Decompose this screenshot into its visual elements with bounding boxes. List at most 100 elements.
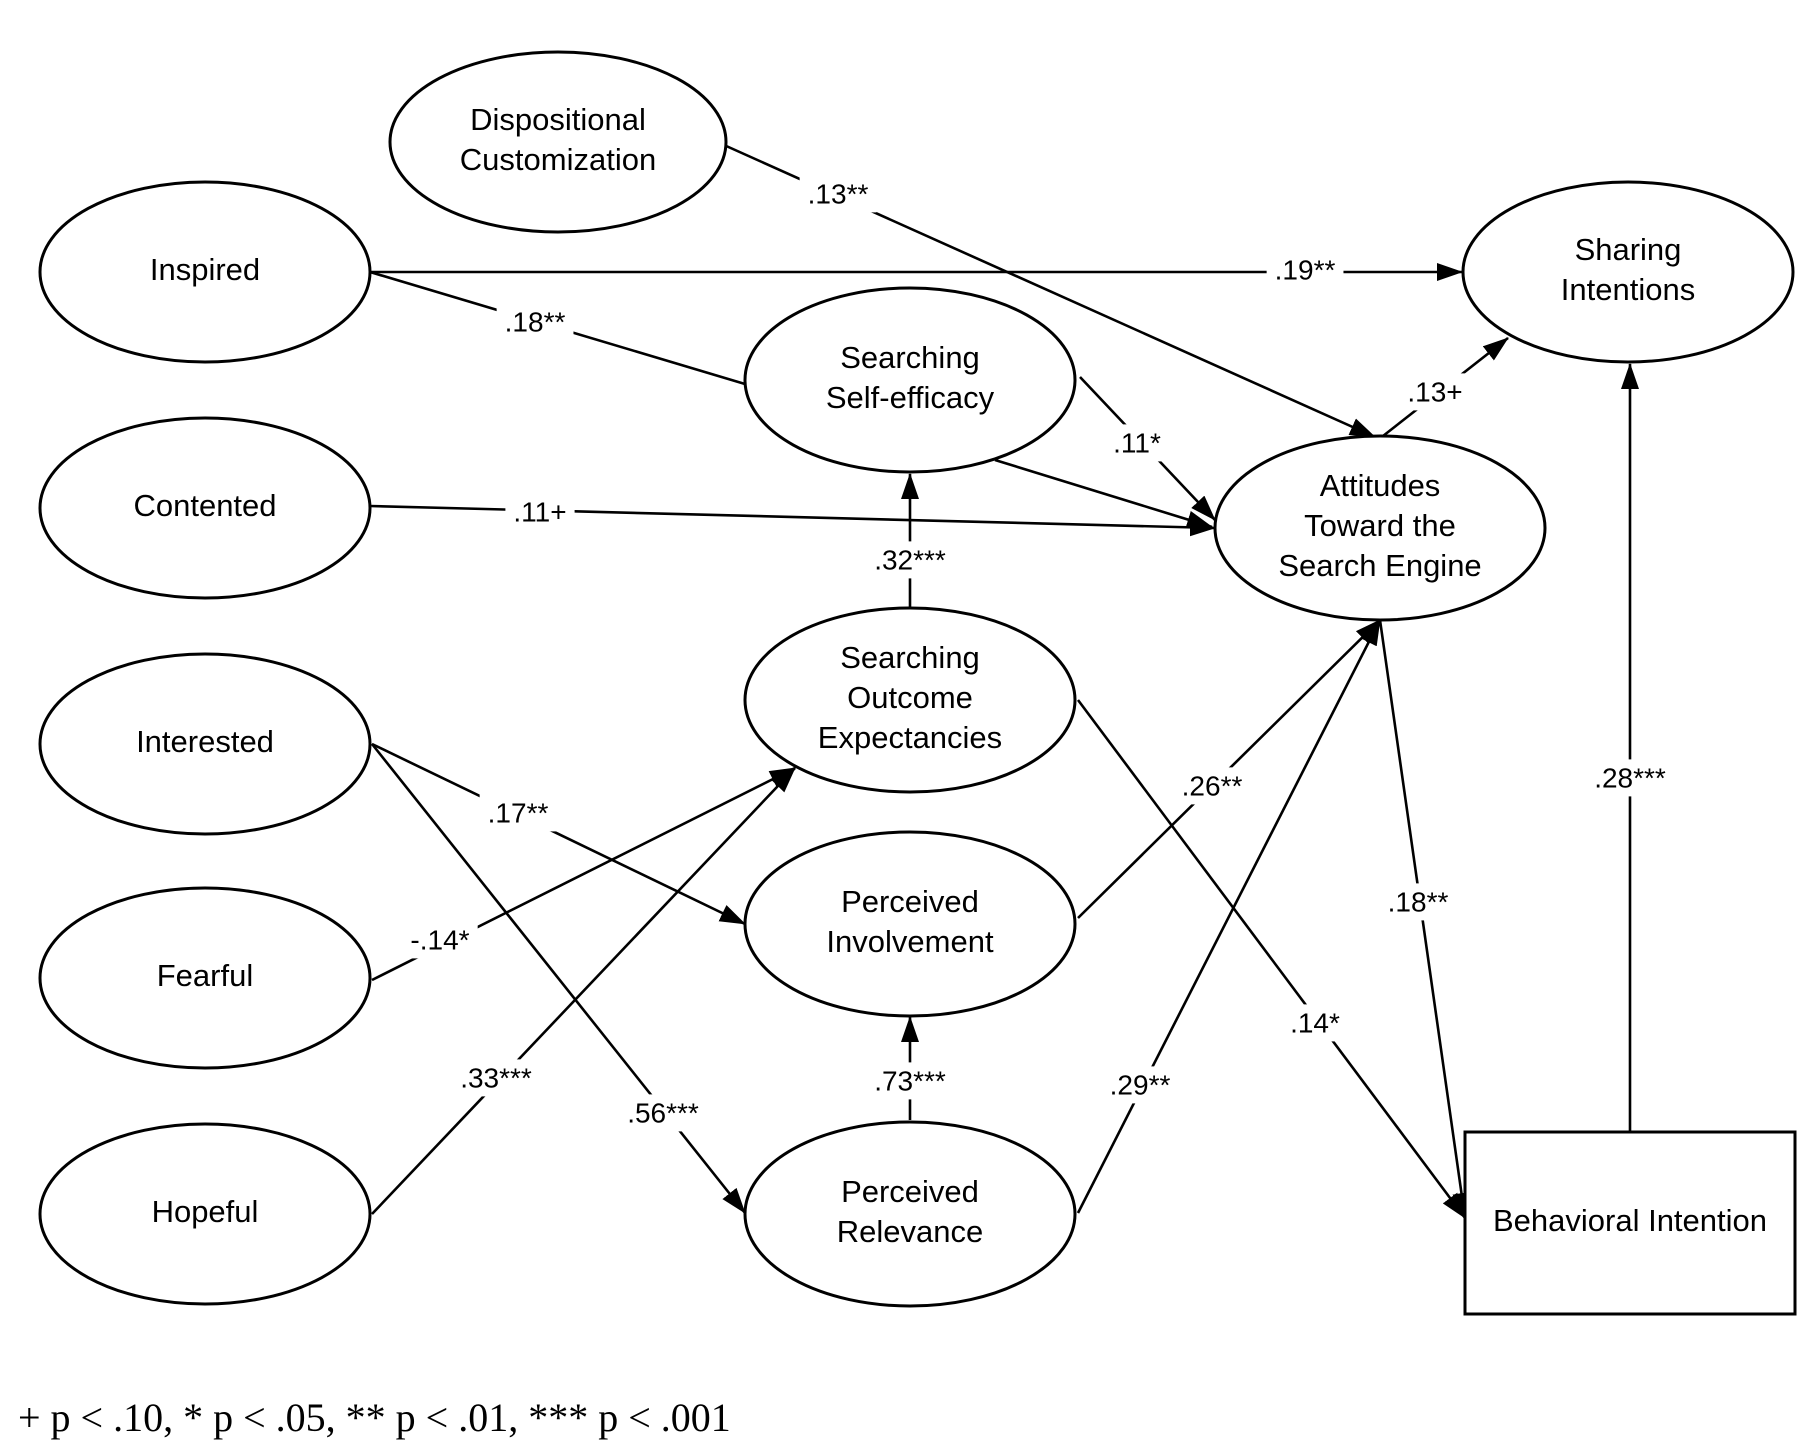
edge-label-group: .73*** <box>866 1062 954 1100</box>
node-label-line: Interested <box>136 724 274 759</box>
edge-label-background <box>866 1062 954 1100</box>
node-label-line: Inspired <box>150 252 260 287</box>
edge-label: .26** <box>1182 770 1243 801</box>
edge-label-background <box>402 921 478 959</box>
node-label-line: Searching <box>840 340 980 375</box>
edge-label-background <box>496 303 574 341</box>
edge-label-background <box>866 541 954 579</box>
edge-label-background <box>1586 759 1674 797</box>
node-ellipse <box>38 886 372 1070</box>
edge-label-group: .28*** <box>1586 759 1674 797</box>
node-ellipse <box>743 1120 1077 1308</box>
node-ellipse <box>1461 180 1795 364</box>
edge-label-group: .17** <box>479 794 557 832</box>
edge-label-group: .18** <box>1379 883 1457 921</box>
node-label-line: Dispositional <box>470 102 646 137</box>
edge-label-group: -.14* <box>402 921 478 959</box>
node-ellipse <box>38 652 372 836</box>
edge-label-background <box>1379 883 1457 921</box>
edge-contented-to-attitudes <box>369 504 1216 537</box>
node-label-line: Searching <box>840 640 980 675</box>
node-ellipse <box>38 1122 372 1306</box>
edge-label-group: .19** <box>1266 251 1344 289</box>
node-label-line: Involvement <box>826 924 994 959</box>
edge-label-background <box>619 1094 707 1132</box>
edge-label: .56*** <box>627 1097 699 1128</box>
edge-label-group: .13+ <box>1399 373 1471 411</box>
edge-label-background <box>505 493 575 531</box>
node-label-line: Intentions <box>1561 272 1695 307</box>
node-label-line: Perceived <box>841 1174 979 1209</box>
edge-label-group: .33*** <box>452 1059 540 1097</box>
node-label-line: Contented <box>133 488 276 523</box>
edge-label-background <box>452 1059 540 1097</box>
node-label-line: Self-efficacy <box>826 380 995 415</box>
node-label-line: Search Engine <box>1278 548 1481 583</box>
edge-label: .28*** <box>1594 762 1666 793</box>
node-ellipse <box>38 416 372 600</box>
edge-label: .19** <box>1275 254 1336 285</box>
edge-label: -.14* <box>410 924 469 955</box>
edge-label-group: .18** <box>496 303 574 341</box>
edge-label: .11* <box>1113 427 1161 458</box>
node-inspired: Inspired <box>38 180 372 364</box>
node-box <box>1463 1130 1797 1316</box>
edge-label: .11+ <box>513 496 566 527</box>
edge-label: .18** <box>1388 886 1449 917</box>
edge-label: .73*** <box>874 1065 946 1096</box>
node-contented: Contented <box>38 416 372 600</box>
node-label-line: Perceived <box>841 884 979 919</box>
edge-label-group: .14* <box>1282 1004 1349 1042</box>
edge-label-background <box>1105 424 1169 462</box>
node-ellipse <box>1213 434 1547 622</box>
node-label-line: Sharing <box>1575 232 1682 267</box>
node-ellipse <box>743 286 1077 474</box>
edge-label-group: .26** <box>1173 767 1251 805</box>
node-label-line: Relevance <box>837 1214 983 1249</box>
edge-labels-layer: .13** .19** .18** .11* .11+ .32*** .13+ .17** .5… <box>402 175 1674 1132</box>
edge-label-background <box>479 794 557 832</box>
edge-label-background <box>1399 373 1471 411</box>
edge-label: .13+ <box>1407 376 1462 407</box>
edge-label-group: .56*** <box>619 1094 707 1132</box>
node-interested: Interested <box>38 652 372 836</box>
edge-interested-to-relevance <box>370 743 747 1214</box>
edge-label-background <box>1282 1004 1349 1042</box>
edge-label-group: .32*** <box>866 541 954 579</box>
edge-label: .29** <box>1110 1069 1171 1100</box>
edge-label: .14* <box>1290 1007 1340 1038</box>
node-label-line: Fearful <box>157 958 253 993</box>
node-ellipse <box>743 606 1077 794</box>
node-label-line: Customization <box>460 142 656 177</box>
edge-label-background <box>1173 767 1251 805</box>
edge-self-efficacy-lower-to-attitudes <box>994 458 1213 529</box>
edge-label: .17** <box>488 797 549 828</box>
node-label-line: Hopeful <box>152 1194 259 1229</box>
edge-hopeful-to-outcome-expectancies <box>371 767 796 1215</box>
node-label-line: Expectancies <box>818 720 1002 755</box>
node-label-line: Outcome <box>847 680 973 715</box>
node-ellipse <box>388 50 728 234</box>
edge-label-group: .11* <box>1105 424 1169 462</box>
node-ellipse <box>743 830 1077 1018</box>
edge-label-background <box>1101 1066 1179 1104</box>
node-label-line: Attitudes <box>1320 468 1441 503</box>
edge-label-group: .11+ <box>505 493 575 531</box>
edge-label: .33*** <box>460 1062 532 1093</box>
node-ellipse <box>38 180 372 364</box>
edge-label: .32*** <box>874 544 946 575</box>
significance-footnote: + p < .10, * p < .05, ** p < .01, *** p … <box>18 1395 731 1440</box>
nodes-layer: DispositionalCustomizationInspiredConten… <box>38 50 1797 1316</box>
edge-relevance-to-attitudes <box>1076 619 1382 1214</box>
edge-label-background <box>799 175 877 213</box>
edge-outcome-expectancies-to-behavioral <box>1076 699 1467 1219</box>
edge-label: .13** <box>808 178 869 209</box>
